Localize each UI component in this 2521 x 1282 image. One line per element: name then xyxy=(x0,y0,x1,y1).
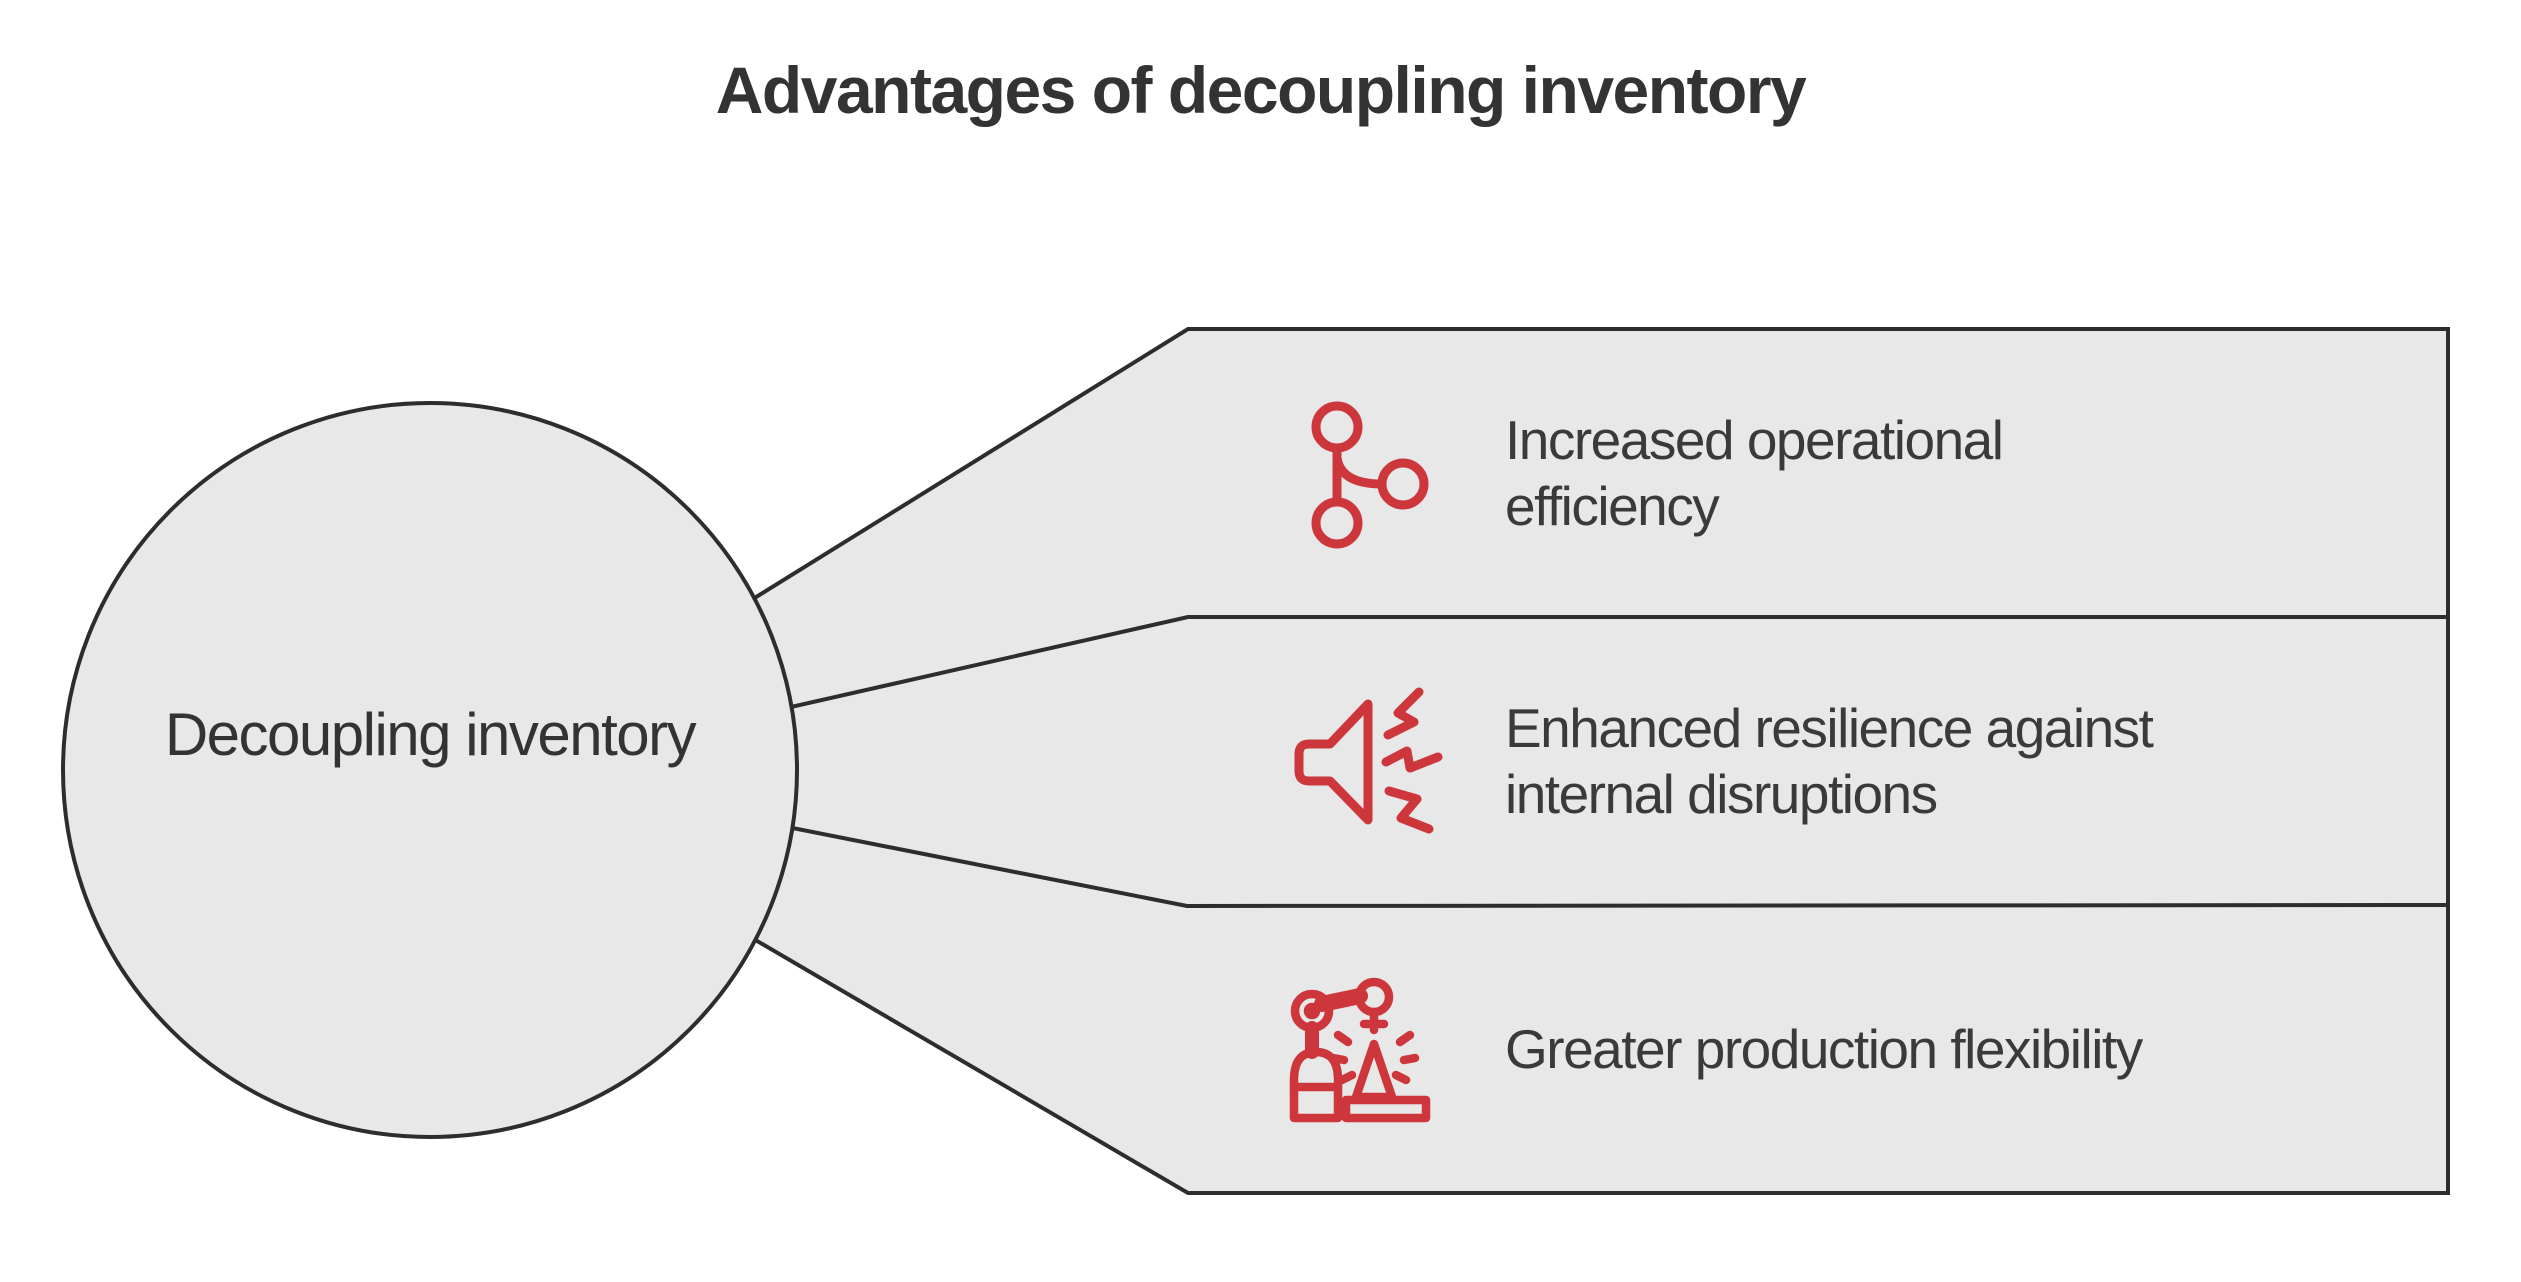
band-2-line-2: internal disruptions xyxy=(1505,763,1938,825)
band-3-line-1: Greater production flexibility xyxy=(1505,1018,2143,1080)
hub-label-line-1: Decoupling xyxy=(164,701,452,768)
band-1-line-1: Increased operational xyxy=(1505,409,2004,471)
hub-label: Decoupling inventory xyxy=(130,698,730,772)
hub-circle xyxy=(61,401,799,1139)
band-divider-1 xyxy=(759,615,2448,716)
band-2-line-1: Enhanced resilience against xyxy=(1505,697,2154,759)
band-divider-2 xyxy=(761,820,2449,909)
page-title: Advantages of decoupling inventory xyxy=(715,53,1807,127)
hub-label-line-2: inventory xyxy=(465,701,696,768)
band-label-flexibility: Greater production flexibility xyxy=(1505,1016,2143,1082)
robot-arm-icon xyxy=(1289,977,1431,1123)
megaphone-disruption-icon xyxy=(1294,687,1443,834)
band-label-efficiency: Increased operational efficiency xyxy=(1505,407,2004,539)
branch-icon xyxy=(1311,401,1429,549)
band-label-resilience: Enhanced resilience against internal dis… xyxy=(1505,695,2154,827)
band-1-line-2: efficiency xyxy=(1505,475,1720,537)
